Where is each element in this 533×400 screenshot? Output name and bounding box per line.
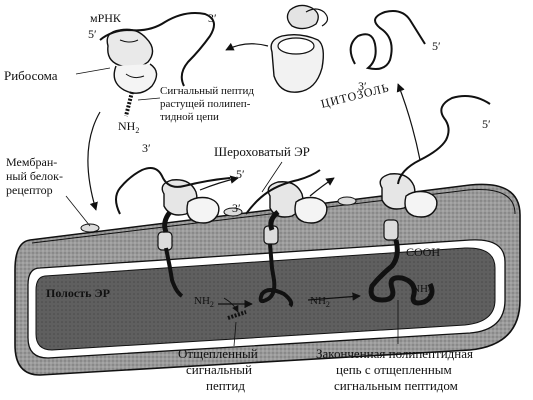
label-finished-1: Законченная полипептидная: [316, 346, 473, 361]
label-receptor-2: ный белок-: [6, 169, 63, 183]
label-finished-3: сигнальным пептидом: [334, 378, 458, 393]
small-subunit-cytosol: [286, 4, 329, 30]
label-cleaved-1: Отщепленный: [178, 346, 258, 361]
label-ribosome: Рибосома: [4, 68, 58, 83]
label-mrna-5prime: 5′: [88, 27, 97, 41]
nascent-chain-2: [258, 243, 294, 308]
mrna-strand-1: [115, 167, 231, 215]
membrane-receptor-pore-3: [337, 196, 357, 206]
label-cytosol-mrna-3prime: 3′: [358, 79, 367, 93]
arrow-cleaved-peptide: [223, 297, 239, 313]
arrow-ribosome-to-er: [87, 111, 101, 211]
label-cytosol: ЦИТОЗОЛЬ: [319, 80, 391, 111]
bound-ribosome-2: [263, 181, 328, 245]
label-cleaved-2: сигнальный: [186, 362, 252, 377]
leader-signal-peptide: [137, 97, 161, 101]
label-signal-peptide-1: Сигнальный пептид: [160, 85, 254, 97]
label-signal-peptide-2: растущей полипеп-: [160, 98, 251, 110]
free-ribosome: [106, 28, 158, 94]
arrow-er-to-er-3: [309, 177, 335, 197]
label-nh2-b: NH2: [310, 295, 330, 309]
label-nh2-top: NH2: [118, 119, 139, 135]
bound-ribosome-3: [379, 173, 438, 241]
label-mrna-3prime: 3′: [208, 11, 217, 25]
label-er1-5prime: 5′: [236, 167, 245, 181]
label-er1-3prime: 3′: [142, 141, 151, 155]
cleaved-signal-peptide: [227, 310, 247, 320]
label-cytosol-mrna-5prime: 5′: [432, 39, 441, 53]
label-rough-er: Шероховатый ЭР: [214, 144, 310, 159]
arrow-release-to-cytosol: [396, 83, 421, 161]
bound-ribosome-1: [157, 179, 220, 251]
mrna-strand-cytosol: [349, 10, 426, 70]
label-mrna: мРНК: [90, 11, 122, 25]
finished-polypeptide: [368, 239, 435, 306]
label-signal-peptide-3: тидной цепи: [160, 111, 219, 123]
mrna-strand-2: [245, 169, 321, 215]
mrna-strand-free: [99, 12, 215, 87]
label-receptor-3: рецептор: [6, 183, 53, 197]
label-er-lumen: Полость ЭР: [46, 286, 110, 300]
nascent-chain-1: [164, 247, 184, 298]
label-finished-2: цепь с отщепленным: [336, 362, 452, 377]
large-subunit-cytosol: [270, 33, 325, 93]
label-receptor-1: Мембран-: [6, 155, 57, 169]
label-nh2-a: NH2: [194, 295, 214, 309]
label-er3-5prime: 5′: [482, 117, 491, 131]
label-cooh: COOH: [406, 245, 440, 259]
leader-ribosome: [75, 67, 111, 75]
label-nh2-c: NH2: [412, 283, 432, 297]
label-er2-3prime: 3′: [232, 201, 241, 215]
leader-rough-er: [261, 161, 283, 193]
label-cleaved-3: пептид: [206, 378, 245, 393]
mrna-strand-3: [397, 95, 491, 185]
leader-cleaved: [233, 321, 237, 347]
membrane-receptor-pore-1: [80, 223, 100, 233]
arrow-cytosol-to-ribosome: [225, 42, 269, 51]
membrane-receptor-pore-2: [223, 207, 243, 217]
leader-receptor: [65, 195, 91, 227]
arrow-ribosome-to-er-2: [199, 175, 239, 191]
nascent-signal-peptide: [124, 91, 134, 117]
arrow-lumen-2: [307, 292, 361, 301]
